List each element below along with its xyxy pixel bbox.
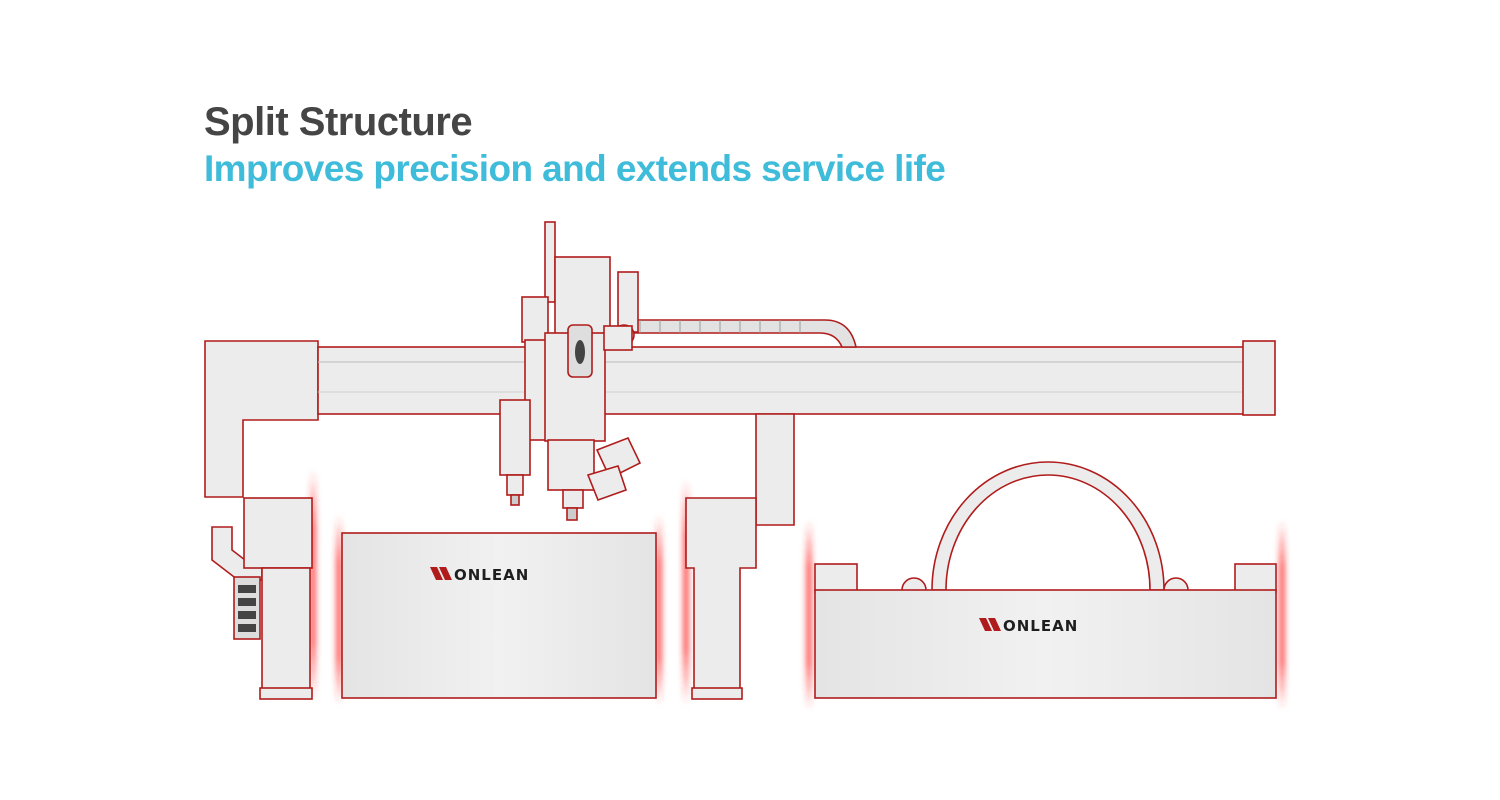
cable-chain: [629, 319, 857, 348]
gantry-beam: [317, 340, 1276, 416]
middle-support-leg: [685, 497, 757, 700]
double-slash-logo-icon: [979, 618, 1001, 631]
right-table-box: [814, 461, 1277, 699]
left-support-leg: [204, 340, 319, 700]
brand-logo-left: ONLEAN: [430, 566, 529, 584]
right-support-strut: [755, 413, 795, 526]
page-heading: Split Structure Improves precision and e…: [204, 98, 946, 192]
brand-name-left: ONLEAN: [454, 566, 529, 584]
glow-lines: [310, 470, 1285, 710]
left-table-box: [341, 532, 657, 699]
tool-head: [499, 221, 642, 521]
brand-name-right: ONLEAN: [1003, 617, 1078, 635]
double-slash-logo-icon: [430, 567, 452, 580]
page-subtitle: Improves precision and extends service l…: [204, 148, 946, 189]
brand-logo-right: ONLEAN: [979, 617, 1078, 635]
page-title: Split Structure: [204, 100, 473, 144]
